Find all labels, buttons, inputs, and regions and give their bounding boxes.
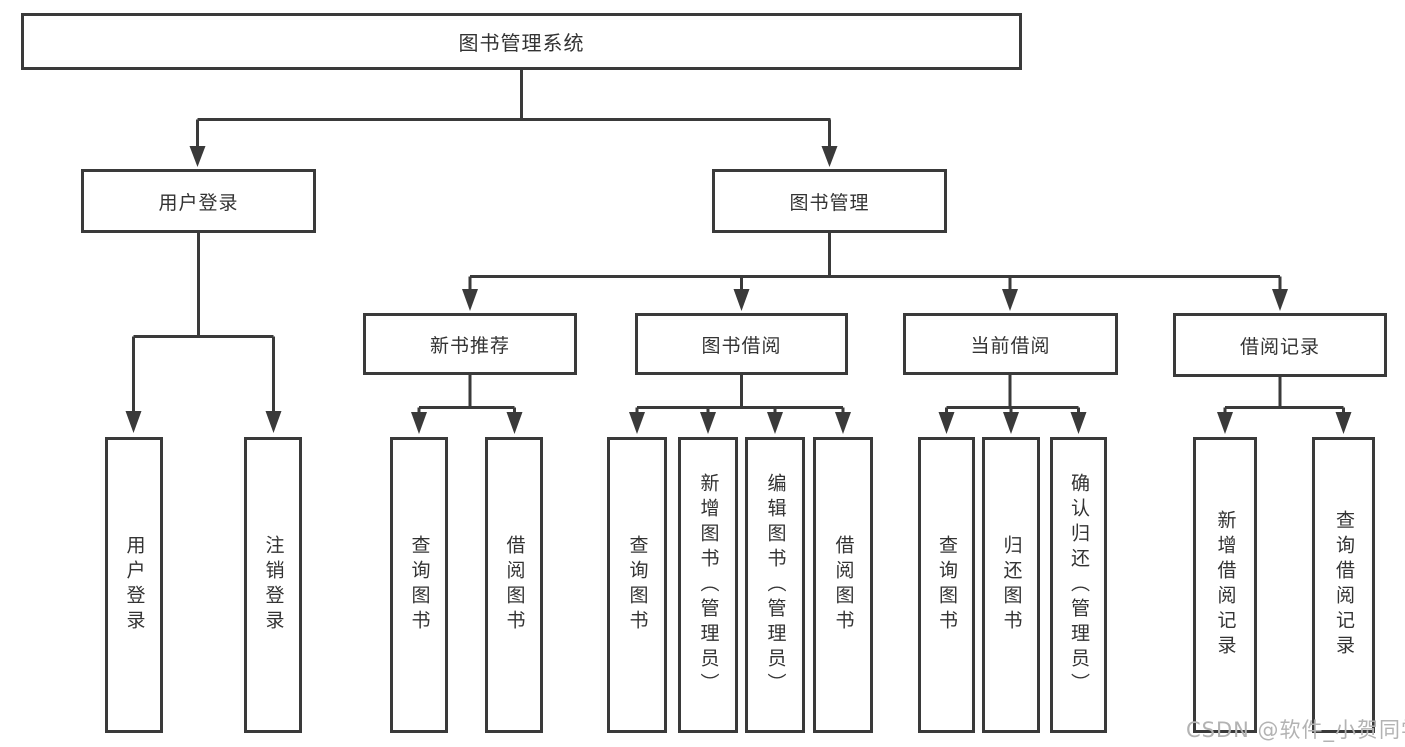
leaf-user-login: 用户登录 [105,437,163,733]
connector-book-management-branch [468,233,1282,290]
node-borrow-records: 借阅记录 [1173,313,1387,377]
arrow-down-cb-return [1003,412,1019,434]
connector-user-login-branch [132,233,275,412]
arrow-down-current-borrow [1002,289,1018,311]
arrow-down-book-borrow [733,289,750,311]
arrow-down-bw-borrow [835,412,851,434]
arrow-down-nb-borrow [506,412,523,434]
connector-new-book-branch [417,375,516,413]
arrow-down-borrow-records [1272,289,1288,311]
arrow-down-nb-query [411,412,427,434]
arrow-down-book-management [821,146,838,167]
leaf-nb-query-books: 查询图书 [390,437,448,733]
leaf-logout: 注销登录 [244,437,302,733]
leaf-cb-query-books: 查询图书 [918,437,975,733]
leaf-cb-confirm-return-admin: 确认归还（管理员） [1050,437,1107,733]
node-book-borrow: 图书借阅 [635,313,848,375]
leaf-bw-borrow-books: 借阅图书 [813,437,873,733]
leaf-bw-edit-books-admin: 编辑图书（管理员） [745,437,805,733]
connector-book-borrow-branch [635,375,845,413]
leaf-bw-query-books: 查询图书 [607,437,667,733]
node-book-management: 图书管理 [712,169,947,233]
arrow-down-user-login [189,146,206,167]
node-new-book-recommend: 新书推荐 [363,313,577,375]
arrow-down-bw-add [700,412,716,434]
leaf-cb-return-books: 归还图书 [982,437,1040,733]
csdn-watermark: CSDN @软件_小贺同学 [1186,718,1405,742]
node-current-borrow: 当前借阅 [903,313,1118,375]
arrow-down-login [125,411,142,433]
connector-root-to-level2 [196,70,831,147]
arrow-down-rec-query [1335,412,1352,434]
arrow-down-bw-edit [767,412,783,434]
connector-borrow-records-branch [1223,377,1345,413]
node-library-management-system: 图书管理系统 [21,13,1022,70]
arrow-down-bw-query [629,412,645,434]
arrow-down-rec-add [1217,412,1233,434]
arrow-down-logout [265,411,282,433]
arrow-down-cb-query [938,412,955,434]
arrow-down-cb-confirm [1070,412,1087,434]
connector-current-borrow-branch [945,375,1080,413]
node-user-login: 用户登录 [81,169,316,233]
leaf-nb-borrow-books: 借阅图书 [485,437,543,733]
arrow-down-new-book [462,289,478,311]
leaf-rec-add-borrow-record: 新增借阅记录 [1193,437,1257,733]
leaf-bw-add-books-admin: 新增图书（管理员） [678,437,738,733]
leaf-rec-query-borrow-record: 查询借阅记录 [1312,437,1375,733]
